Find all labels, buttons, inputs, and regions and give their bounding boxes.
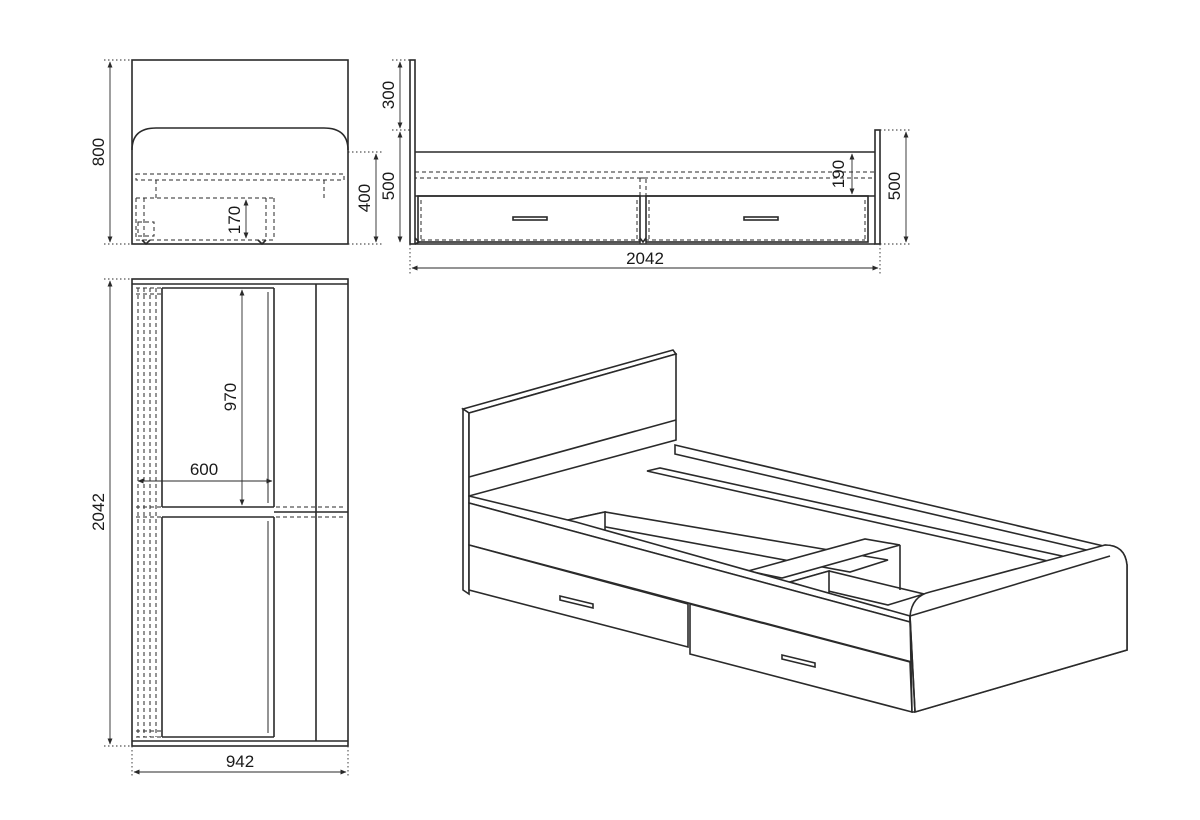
dim-panel-height: 190: [829, 160, 848, 188]
dim-storage-length: 970: [221, 383, 240, 411]
dim-side-frame-height: 500: [379, 172, 398, 200]
top-view-dimensions: 2042 942 970 600: [89, 278, 349, 778]
front-view-dimensions: 800 400 170: [89, 59, 382, 245]
dim-top-width: 942: [226, 752, 254, 771]
dim-headboard-extra: 300: [379, 81, 398, 109]
side-view-dimensions: 300 500 190 500 2042: [379, 59, 912, 276]
dim-storage-width: 600: [190, 460, 218, 479]
dim-top-length: 2042: [89, 493, 108, 531]
dim-overall-length: 2042: [626, 249, 664, 268]
dim-end-height: 800: [89, 138, 108, 166]
isometric-view: [461, 349, 1128, 714]
dim-foot-height: 500: [885, 172, 904, 200]
dim-drawer-height: 170: [225, 206, 244, 234]
top-view: [131, 278, 349, 747]
dim-end-inner-height: 400: [355, 184, 374, 212]
side-view: [409, 59, 881, 245]
